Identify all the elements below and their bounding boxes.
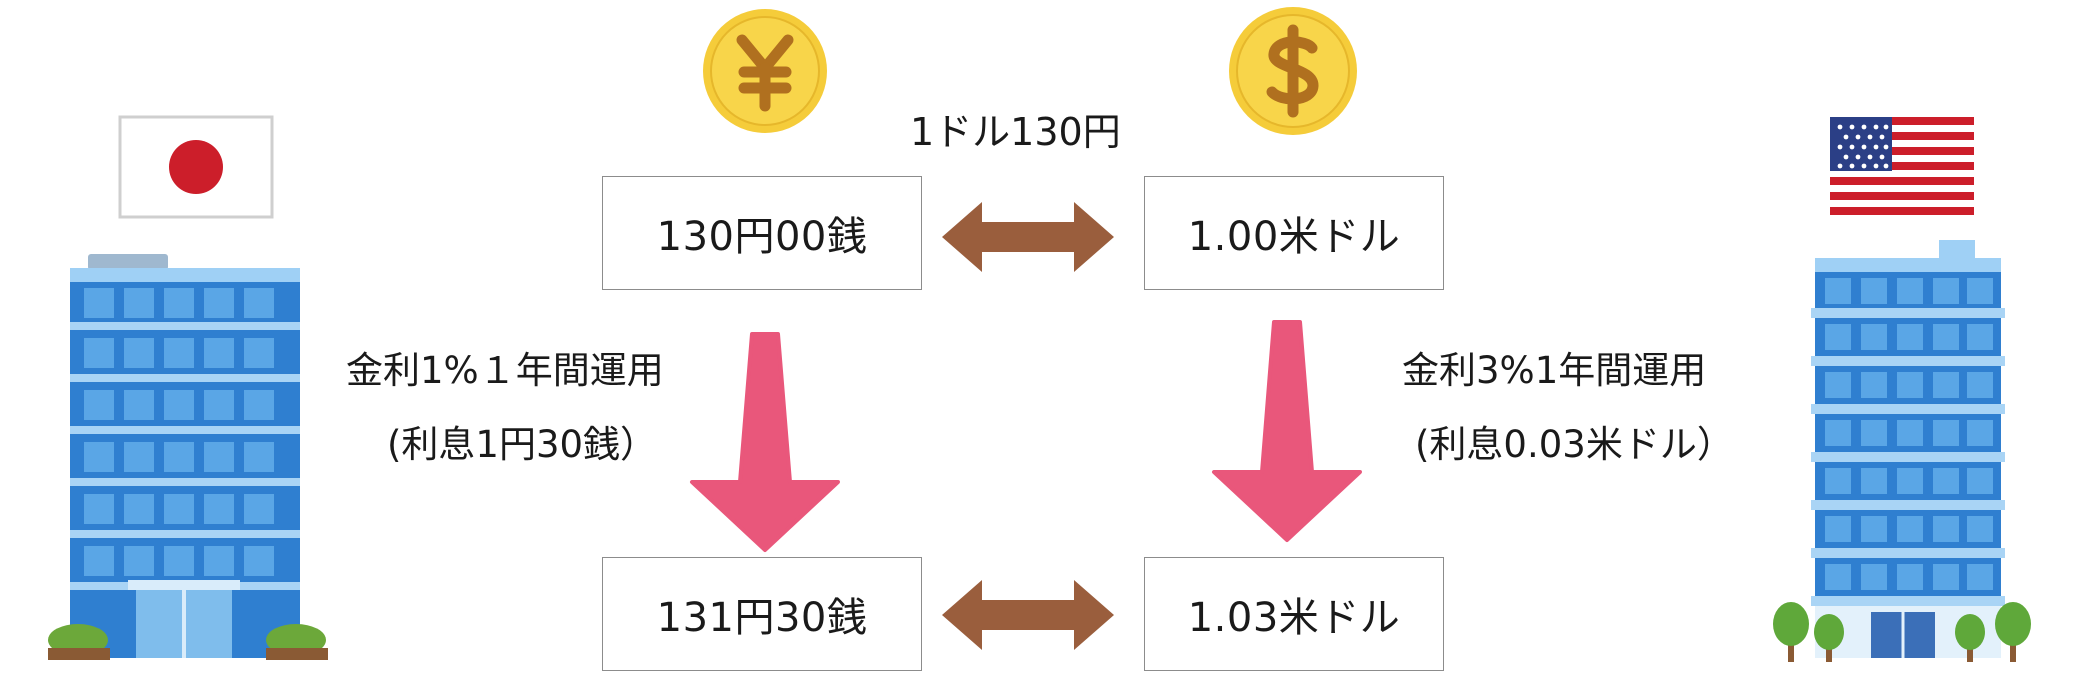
usd-interest-line1: 金利3%1年間運用 bbox=[1402, 349, 1707, 392]
yen-coin-icon bbox=[703, 9, 827, 133]
usa-flag-icon bbox=[1830, 117, 1974, 217]
exchange-rate-label: 1ドル130円 bbox=[910, 110, 1121, 154]
usd-start-box: 1.00米ドル bbox=[1144, 176, 1444, 290]
usd-growth-down-arrow bbox=[1212, 320, 1362, 542]
japan-office-building-icon bbox=[48, 254, 328, 660]
exchange-double-arrow-bottom bbox=[942, 580, 1114, 650]
dollar-coin-icon bbox=[1229, 7, 1357, 135]
usd-end-box: 1.03米ドル bbox=[1144, 557, 1444, 671]
yen-end-box: 131円30銭 bbox=[602, 557, 922, 671]
yen-growth-down-arrow bbox=[690, 332, 840, 552]
yen-interest-line1: 金利1%１年間運用 bbox=[346, 349, 664, 392]
japan-flag-icon bbox=[118, 115, 274, 219]
yen-start-box: 130円00銭 bbox=[602, 176, 922, 290]
exchange-double-arrow-top bbox=[942, 202, 1114, 272]
usa-office-building-icon bbox=[1773, 240, 2031, 662]
yen-interest-line2: (利息1円30銭） bbox=[387, 423, 658, 466]
usd-interest-line2: (利息0.03米ドル） bbox=[1415, 423, 1734, 466]
